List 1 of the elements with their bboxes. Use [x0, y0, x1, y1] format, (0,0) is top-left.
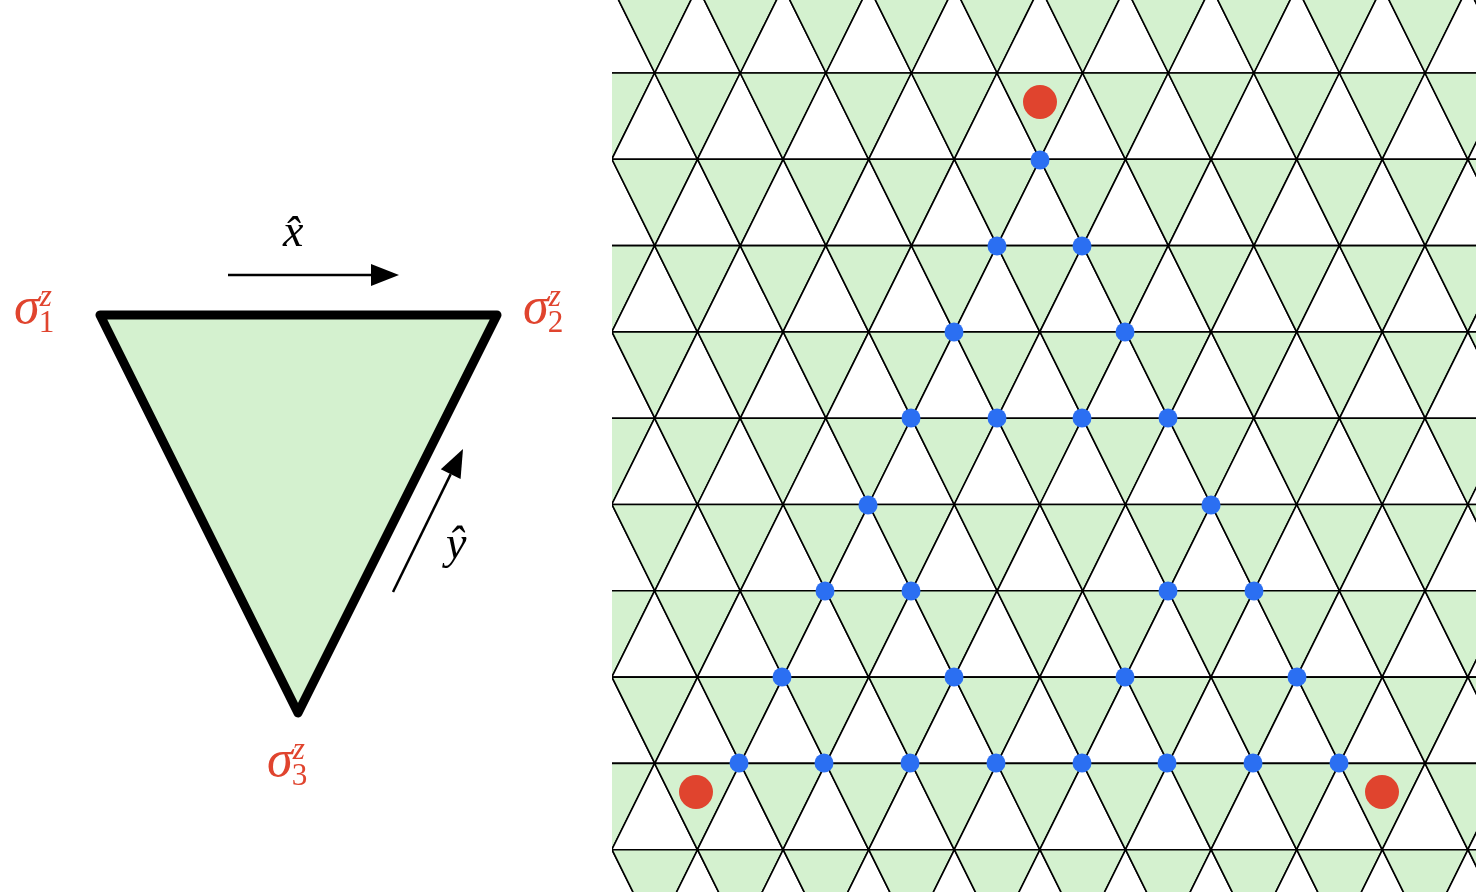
axis-label: x̂	[283, 208, 304, 254]
